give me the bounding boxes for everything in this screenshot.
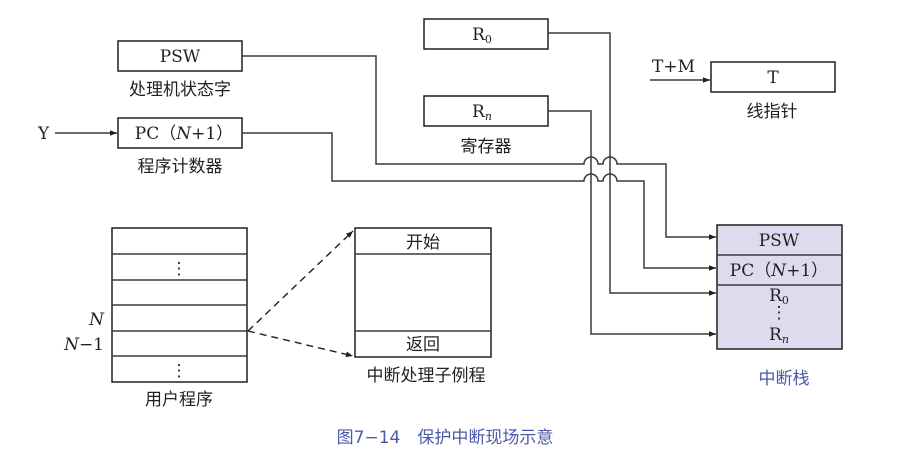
r0-register: R0 <box>423 18 549 50</box>
psw-register-box <box>117 40 243 72</box>
register-group-label: 寄存器 <box>461 137 512 157</box>
psw-register-text: PSW <box>160 47 201 67</box>
r0-to-stack-wire <box>548 32 716 296</box>
stack-row-psw: PSW <box>759 231 800 251</box>
isr-label: 中断处理子例程 <box>367 366 486 386</box>
rn-register: Rn 寄存器 <box>423 95 549 157</box>
pc-to-stack-wire <box>242 132 716 271</box>
pc-input-label: Y <box>37 124 50 144</box>
interrupt-stack-label: 中断栈 <box>759 369 810 389</box>
stack-row-rn: Rn <box>769 325 789 346</box>
stack-row-dots: ⋮ <box>771 303 788 323</box>
rn-register-box <box>423 95 549 127</box>
pc-register-label: 程序计数器 <box>138 157 223 177</box>
rn-to-stack-wire <box>548 110 716 337</box>
r0-register-text: R0 <box>472 25 492 46</box>
r0-register-box <box>423 18 549 50</box>
stack-pointer-register: T+M T 线指针 <box>650 57 836 122</box>
program-row-n-minus-1-label: N−1 <box>63 335 104 355</box>
jump-to-isr-arrow <box>247 230 354 332</box>
interrupt-service-routine: 开始 返回 中断处理子例程 <box>354 227 492 386</box>
program-row-n-label: N <box>88 310 105 330</box>
pc-register-text: PC（N+1） <box>135 124 233 144</box>
program-row-dots: ⋮ <box>171 259 188 279</box>
figure-caption: 图7−14 保护中断现场示意 <box>337 428 554 448</box>
return-from-isr-arrow <box>247 330 354 358</box>
pc-register-box <box>117 117 243 149</box>
interrupt-stack-box <box>716 224 843 350</box>
isr-start-text: 开始 <box>406 233 440 253</box>
user-program: ⋮ ⋮ N N−1 用户程序 <box>63 227 248 410</box>
program-row-dots: ⋮ <box>171 361 188 381</box>
isr-return-text: 返回 <box>406 335 440 355</box>
stack-pointer-text: T <box>767 68 779 88</box>
user-program-label: 用户程序 <box>145 390 213 410</box>
psw-to-stack-wire <box>242 55 716 240</box>
stack-pointer-input-label: T+M <box>652 57 695 77</box>
stack-pointer-label: 线指针 <box>747 102 798 122</box>
stack-row-pc: PC（N+1） <box>730 261 828 281</box>
isr-box <box>354 227 492 358</box>
pc-register: Y PC（N+1） 程序计数器 <box>37 117 243 177</box>
psw-register: PSW 处理机状态字 <box>117 40 243 100</box>
stack-pointer-box <box>710 61 836 93</box>
rn-register-text: Rn <box>472 102 492 123</box>
interrupt-stack: PSW PC（N+1） R0 ⋮ Rn 中断栈 <box>716 224 843 389</box>
stack-row-r0: R0 <box>769 286 789 307</box>
psw-register-label: 处理机状态字 <box>129 80 231 100</box>
